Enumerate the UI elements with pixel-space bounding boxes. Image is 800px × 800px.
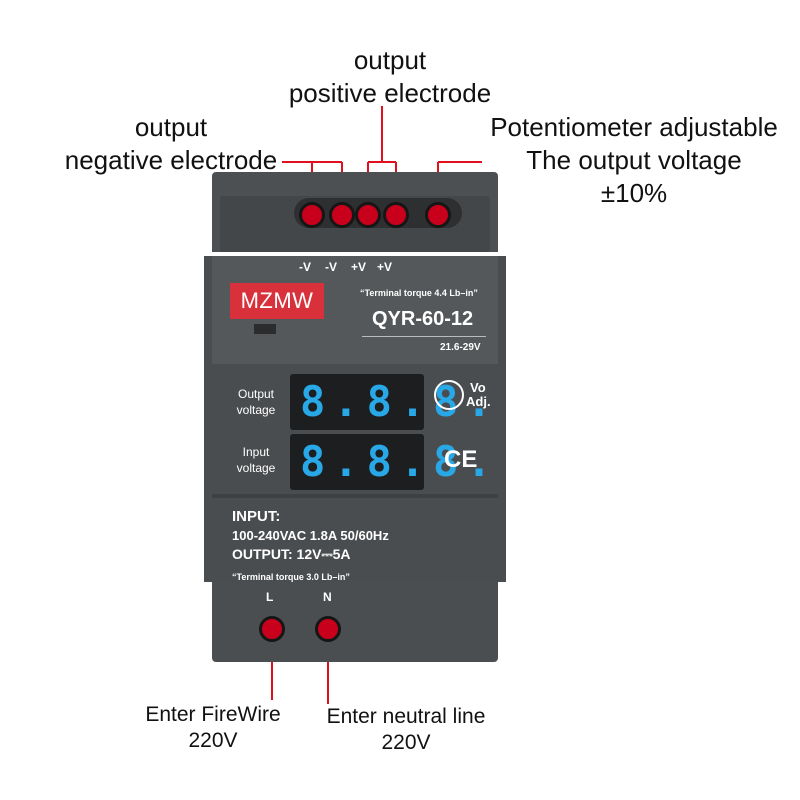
neutral-line2: 220V	[381, 731, 431, 754]
output-voltage-label-2: voltage	[236, 403, 276, 417]
torque-top-label: “Terminal torque 4.4 Lb–in”	[360, 288, 478, 298]
neutral-callout: Enter neutral line 220V	[318, 704, 494, 756]
output-voltage-label: Output voltage	[228, 386, 284, 418]
brand-logo: MZMW	[230, 283, 324, 319]
voltage-range: 21.6-29V	[440, 342, 481, 353]
firewire-callout: Enter FireWire 220V	[138, 702, 288, 754]
firewire-line2: 220V	[188, 729, 238, 752]
model-number: QYR-60-12	[372, 308, 474, 330]
potentiometer-line1: Potentiometer adjustable	[490, 112, 778, 142]
input-voltage-label-2: voltage	[236, 461, 276, 475]
input-voltage-label-1: Input	[242, 445, 270, 459]
output-positive-callout: output positive electrode	[283, 44, 497, 110]
output-negative-line1: output	[134, 112, 208, 142]
polarity-label-4: +V	[377, 260, 393, 274]
input-voltage-label: Input voltage	[228, 444, 284, 476]
neutral-line1: Enter neutral line	[326, 705, 486, 728]
indicator-slot	[254, 324, 276, 334]
screw-negative-1[interactable]	[299, 202, 325, 228]
input-spec: 100-240VAC 1.8A 50/60Hz	[232, 528, 389, 543]
screw-positive-2[interactable]	[383, 202, 409, 228]
potentiometer-callout: Potentiometer adjustable The output volt…	[478, 111, 790, 210]
output-positive-line2: positive electrode	[288, 78, 492, 108]
output-positive-line1: output	[353, 45, 427, 75]
terminal-n-label: N	[323, 590, 332, 604]
output-voltage-display: 8.8.8.	[290, 374, 492, 430]
screw-live-l[interactable]	[259, 616, 285, 642]
output-spec: OUTPUT: 12V⎓5A	[232, 546, 351, 562]
polarity-label-1: -V	[299, 260, 311, 274]
voltage-adjust-knob-icon[interactable]	[434, 380, 464, 410]
model-underline	[362, 336, 486, 337]
ce-mark-icon: CE	[444, 446, 478, 473]
terminal-l-label: L	[266, 590, 274, 604]
polarity-label-2: -V	[325, 260, 337, 274]
torque-bottom-label: “Terminal torque 3.0 Lb–in”	[232, 572, 350, 582]
output-negative-callout: output negative electrode	[58, 111, 284, 177]
screw-positive-1[interactable]	[355, 202, 381, 228]
output-negative-line2: negative electrode	[64, 145, 278, 175]
input-voltage-display: 8.8.8.	[290, 434, 492, 490]
screw-negative-2[interactable]	[329, 202, 355, 228]
polarity-label-3: +V	[351, 260, 367, 274]
vo-label: Vo	[470, 380, 486, 395]
potentiometer-screw[interactable]	[425, 202, 451, 228]
firewire-line1: Enter FireWire	[145, 703, 281, 726]
input-title: INPUT:	[232, 508, 281, 525]
output-voltage-label-1: Output	[237, 387, 275, 401]
potentiometer-line3: ±10%	[600, 178, 668, 208]
device-bottom-section	[212, 582, 498, 662]
screw-neutral-n[interactable]	[315, 616, 341, 642]
adj-label: Adj.	[466, 394, 491, 409]
potentiometer-line2: The output voltage	[526, 145, 742, 175]
panel-divider	[212, 494, 498, 498]
input-voltage-digits: 8.8.8.	[300, 437, 500, 486]
